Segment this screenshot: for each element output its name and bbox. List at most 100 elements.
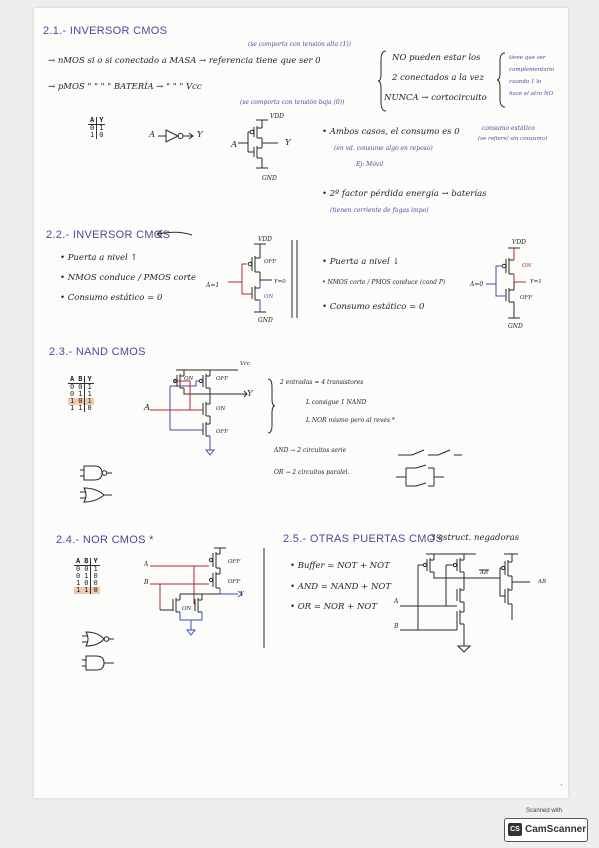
tt-head-b: B (76, 376, 86, 384)
tt-head-a: A (68, 375, 77, 384)
tt-cell: 0 (76, 572, 81, 580)
nor-pmos-off-1: OFF (228, 559, 241, 565)
tt-cell: 0 (87, 404, 92, 412)
tt-cell: 1 (74, 586, 83, 594)
scanned-with-label: Scanned with (525, 808, 563, 814)
overline (479, 569, 489, 571)
tt-head-b: B (82, 558, 92, 566)
nand-nmos-on: ON (216, 406, 226, 412)
brace-left (377, 50, 387, 112)
tt-cell: 0 (70, 383, 75, 391)
ab-label: AB (538, 579, 547, 585)
tt-cell: 0 (76, 565, 81, 573)
section-divider (263, 548, 265, 648)
nand-output-y: Y (247, 389, 253, 399)
nand-note-3: L NOR mismo pero al revés * (306, 417, 395, 424)
tt-cell: 1 (88, 132, 98, 139)
vdd-label-a1: VDD (258, 236, 272, 243)
tt-cell: 1 (93, 565, 98, 573)
tt-cell: 0 (82, 580, 92, 587)
and-series-note: AND → 2 circuitos serie (274, 447, 347, 454)
right-level-low: • Puerta a nivel ↓ (322, 257, 400, 267)
tt-cell: 1 (76, 579, 81, 587)
bullet-second-factor: • 2º factor pérdida energía → baterías (322, 189, 487, 199)
section-2-3-title: 2.3.- NAND CMOS (49, 346, 146, 358)
series-switch-symbol (398, 449, 462, 456)
tt-cell: 1 (82, 573, 92, 580)
camscanner-badge: CS CamScanner (504, 818, 588, 842)
tt-cell: 1 (70, 404, 75, 412)
tt-cell: 1 (82, 587, 92, 594)
nand-note-2: L consigue 1 NAND (306, 399, 367, 406)
inverter-a1-circuit (228, 243, 272, 313)
tt-cell: 1 (68, 397, 77, 405)
brace1-line-2: 2 conectados a la vez (392, 73, 484, 83)
nmos-line: → nMOS si o si conectado a MASA → refere… (48, 56, 321, 66)
nor-input-a: A (144, 561, 149, 568)
tt-cell: 1 (87, 383, 92, 391)
and-cmos-circuit (400, 553, 530, 653)
section-2-4-title: 2.4.- NOR CMOS * (56, 534, 154, 546)
gnd-label: GND (262, 175, 277, 182)
nand-brace (267, 378, 276, 434)
left-nmos-conduce: • NMOS conduce / PMOS corte (60, 273, 196, 283)
tt-head-a: A (88, 117, 98, 125)
nmos-off-label-a0: OFF (520, 295, 533, 301)
input-a0-label: A=0 (470, 281, 484, 288)
tt-cell: 0 (70, 390, 75, 398)
nor-pmos-off-2: OFF (228, 579, 241, 585)
ab-bar-label: AB (480, 570, 489, 576)
consumption-static: consumo estático (482, 125, 535, 132)
tt-cell: 0 (76, 398, 86, 405)
tt-cell: 0 (93, 579, 98, 587)
vdd-label-a0: VDD (512, 239, 526, 246)
pmos-on-label-a0: ON (522, 263, 532, 269)
nand-pmos-off: OFF (216, 376, 229, 382)
tt-cell: 0 (76, 383, 86, 391)
tt-cell: 1 (76, 391, 86, 398)
nor-circuit (150, 547, 243, 636)
pmos-off-label: OFF (264, 259, 277, 265)
tt-cell: 1 (84, 398, 94, 405)
divider-lines (291, 240, 298, 318)
brace2-line-1: tiene que ser (509, 55, 546, 61)
gnd-label-a0: GND (508, 323, 523, 330)
bullet-consumption: • Ambos casos, el consumo es 0 (322, 127, 460, 137)
not-gate-symbol (158, 129, 194, 143)
tt-head-a: A (74, 557, 83, 566)
and-item: • AND = NAND + NOT (290, 582, 392, 592)
nor-nmos-on: ON (182, 606, 192, 612)
tt-cell: 0 (90, 587, 100, 594)
nand-pmos-on: ON (184, 376, 194, 382)
tt-cell: 0 (93, 572, 98, 580)
parallel-switch-symbol (396, 464, 444, 487)
tt-cell: 1 (76, 405, 86, 412)
section-2-5-subtitle: 3 estruct. negadoras (430, 533, 520, 543)
circuit-input-a: A (231, 140, 238, 150)
left-level-high: • Puerta a nivel ↑ (60, 253, 138, 263)
nmos-on-label: ON (264, 294, 274, 300)
nand-note-1: 2 entradas = 4 transistores (280, 379, 364, 386)
nor-input-b: B (144, 579, 149, 586)
brace-right (496, 52, 506, 108)
inverter-a0-circuit (486, 247, 526, 319)
section-2-5-title: 2.5.- OTRAS PUERTAS CMOS (283, 533, 444, 545)
right-nmos-corte: • NMOS corte / PMOS conduce (cond P) (322, 279, 446, 286)
camscanner-logo-icon: CS (508, 823, 522, 836)
and-input-a: A (394, 598, 399, 605)
camscanner-name: CamScanner (525, 824, 587, 835)
tt-cell: 1 (99, 124, 104, 132)
or-item: • OR = NOR + NOT (290, 602, 378, 612)
right-static-zero: • Consumo estático = 0 (322, 302, 425, 312)
or-parallel-note: OR → 2 circuitos paralel. (274, 469, 350, 476)
pmos-line: → pMOS " " " " BATERÍA → " " " Vcc (48, 82, 202, 92)
and-input-b: B (394, 623, 399, 630)
tt-cell: 0 (99, 131, 104, 139)
input-a1-label: A=1 (206, 282, 220, 289)
mobile-example: Ej: Móvil (356, 161, 384, 168)
output-y1-label: Y=1 (530, 279, 542, 285)
cmos-inverter-circuit (238, 119, 278, 169)
leakage-note: (tienen corriente de fugas impo) (330, 207, 429, 214)
